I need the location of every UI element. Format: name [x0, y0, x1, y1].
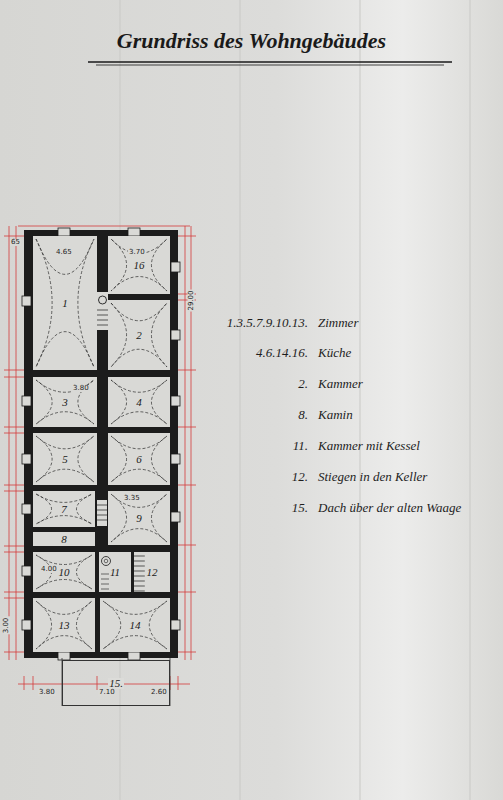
dimension-label: 4.65: [55, 249, 73, 256]
room-number: 5: [61, 454, 69, 465]
key-entry: Zimmer: [318, 316, 358, 329]
dimension-label: 3.80: [38, 689, 56, 696]
room-box: 13: [33, 598, 95, 652]
room-number: 14: [129, 620, 142, 631]
key-entry: 8.: [298, 408, 308, 421]
room-number: 12: [146, 567, 159, 578]
dimension-lines: [4, 226, 196, 690]
key-entry: Kammer: [318, 377, 363, 390]
room-number: 8: [60, 534, 68, 545]
room-box: 5: [33, 433, 97, 485]
outer-walls: [24, 230, 178, 658]
room-box: 11: [99, 552, 131, 592]
key-entry: 4.6.14.16.: [256, 346, 308, 359]
room-number: 7: [60, 504, 68, 515]
room-number: 3: [61, 397, 69, 408]
room-number: 4: [135, 397, 143, 408]
key-entry: Dach über der alten Waage: [318, 501, 461, 514]
key-entry: 1.3.5.7.9.10.13.: [227, 316, 308, 329]
room-box: 1: [33, 236, 97, 370]
room-number: 9: [135, 513, 143, 524]
room-number: 15.: [108, 678, 124, 689]
room-number: 1: [61, 298, 69, 309]
room-number: 10: [58, 567, 71, 578]
dimension-label: 65: [10, 239, 21, 246]
room-box: 7: [33, 491, 95, 527]
roof-outline: [62, 658, 170, 706]
key-entry: 12.: [292, 470, 308, 483]
key-entry: Kammer mit Kessel: [318, 439, 420, 452]
key-entry: Kamin: [318, 408, 353, 421]
dimension-label: 3.35: [123, 495, 141, 502]
dimension-label: 3.70: [128, 249, 146, 256]
key-entry: 15.: [292, 501, 308, 514]
dimension-label: 2.60: [150, 689, 168, 696]
room-number: 6: [135, 454, 143, 465]
key-entry: 11.: [293, 439, 308, 452]
key-entry: Stiegen in den Keller: [318, 470, 427, 483]
room-number: 2: [135, 330, 143, 341]
key-entry: 2.: [298, 377, 308, 390]
room-number: 16: [133, 260, 146, 271]
room-box: 14: [100, 598, 170, 652]
room-number: 11: [109, 567, 121, 578]
key-entry: Küche: [318, 346, 351, 359]
window-openings: [22, 228, 180, 660]
room-box: 16: [108, 236, 170, 294]
room-box: 12: [134, 552, 170, 592]
room-box: 4: [108, 377, 170, 427]
dimension-label: 3.00: [4, 616, 11, 634]
chimney-and-stairs: [97, 292, 108, 526]
paper-grain: [120, 0, 470, 800]
room-box: 8: [33, 532, 95, 546]
plan-title: Grundriss des Wohngebäudes: [0, 30, 503, 52]
dimension-label: 4.00: [40, 566, 58, 573]
room-box: 6: [108, 433, 170, 485]
dimension-label: 3.80: [72, 385, 90, 392]
room-number: 13: [58, 620, 71, 631]
title-underline: [88, 62, 452, 65]
dimension-label: 29.00: [187, 289, 194, 311]
room-box: 2: [108, 300, 170, 370]
room-box: 15.: [62, 660, 170, 706]
dimension-label: 7.10: [98, 689, 116, 696]
